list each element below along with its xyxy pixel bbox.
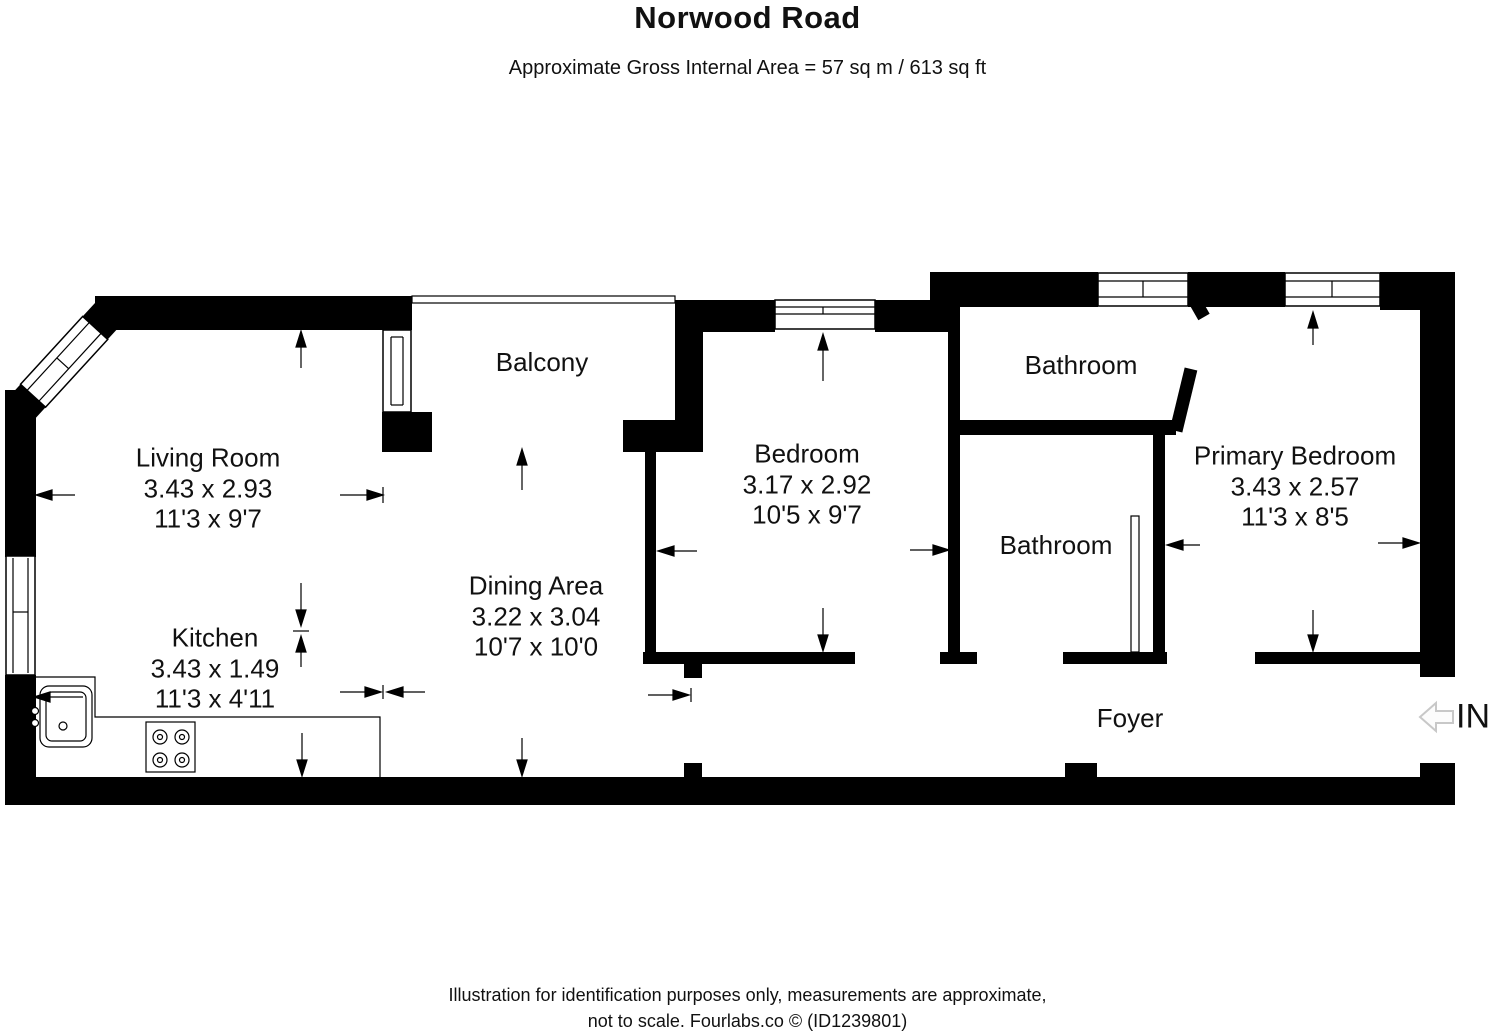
windows-layer [5,272,1381,676]
room-name: Bedroom [754,438,860,469]
room-dim-metric: 3.43 x 1.49 [150,652,280,683]
room-label-kitchen: Kitchen 3.43 x 1.49 11'3 x 4'11 [151,622,280,714]
entrance-arrow-icon [1418,700,1454,734]
room-label-balcony: Balcony [496,347,589,378]
footer-disclaimer-line1: Illustration for identification purposes… [448,985,1047,1005]
living-room-side-window [5,555,36,676]
plan-title: Norwood Road [634,0,861,35]
room-dim-metric: 3.43 x 2.93 [143,472,273,503]
room-label-bedroom: Bedroom 3.17 x 2.92 10'5 x 9'7 [743,438,872,530]
kitchen-fixtures [30,676,381,777]
room-name: Bathroom [1024,349,1138,380]
room-name: Bathroom [999,529,1113,560]
room-label-bathroom-bottom: Bathroom [1000,530,1113,561]
room-label-primary-bedroom: Primary Bedroom 3.43 x 2.57 11'3 x 8'5 [1194,440,1396,532]
room-name: Living Room [135,442,281,473]
primary-bedroom-window [1284,272,1381,307]
bay-window [7,300,123,422]
sink-icon [30,685,93,748]
room-name: Kitchen [171,622,259,653]
kitchen-counter [36,676,381,777]
dimension-arrows [31,309,1422,779]
balcony-railing [411,295,676,304]
hob-icon [145,721,196,773]
entrance-in-label: IN [1456,697,1490,736]
room-dim-imperial: 11'3 x 8'5 [1241,501,1349,532]
room-name: Foyer [1096,702,1164,733]
room-dim-imperial: 10'7 x 10'0 [473,631,599,662]
room-name: Dining Area [468,570,604,601]
room-dim-imperial: 10'5 x 9'7 [752,499,862,530]
bathroom-window [1097,272,1189,307]
room-dim-imperial: 11'3 x 4'11 [154,683,276,714]
room-label-dining-area: Dining Area 3.22 x 3.04 10'7 x 10'0 [469,570,603,662]
walls-layer [5,272,1455,805]
room-label-bathroom-top: Bathroom [1025,350,1138,381]
room-dim-metric: 3.22 x 3.04 [471,600,601,631]
room-label-foyer: Foyer [1097,703,1163,734]
room-dim-metric: 3.17 x 2.92 [742,468,872,499]
room-name: Balcony [495,346,589,377]
room-label-living-room: Living Room 3.43 x 2.93 11'3 x 9'7 [136,442,281,534]
bathroom-door-panel [1130,515,1140,653]
room-name: Primary Bedroom [1193,440,1397,471]
bedroom-window [774,299,876,330]
room-dim-metric: 3.43 x 2.57 [1230,470,1360,501]
plan-subtitle: Approximate Gross Internal Area = 57 sq … [508,57,987,79]
footer-disclaimer-line2: not to scale. Fourlabs.co © (ID1239801) [587,1011,908,1031]
room-dim-imperial: 11'3 x 9'7 [154,503,262,534]
balcony-door-window [382,329,412,413]
